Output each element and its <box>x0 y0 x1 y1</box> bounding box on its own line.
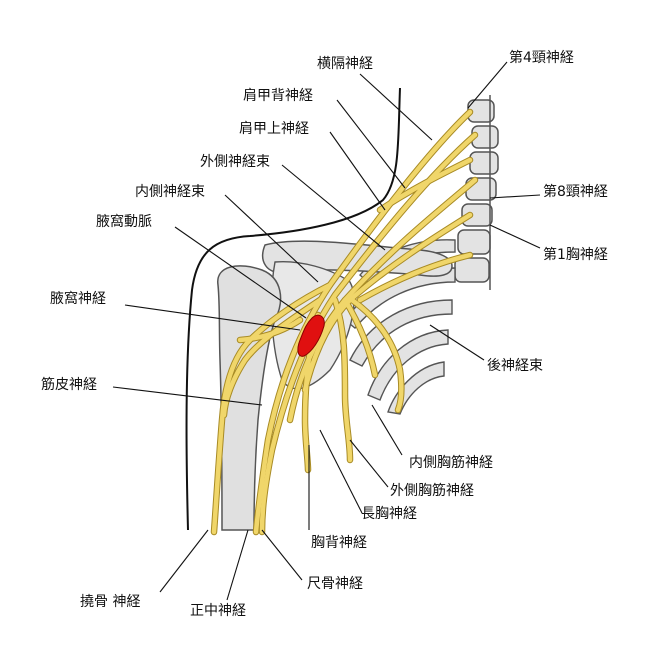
label-posterior-cord: 後神経束 <box>487 358 543 374</box>
label-medial-pectoral: 内側胸筋神経 <box>409 455 493 471</box>
label-c4: 第4頸神経 <box>509 50 574 66</box>
label-musculocutaneous: 筋皮神経 <box>41 377 97 393</box>
label-lateral-pectoral: 外側胸筋神経 <box>390 483 474 499</box>
label-median: 正中神経 <box>190 603 246 619</box>
label-axillary-artery: 腋窩動脈 <box>96 214 152 230</box>
label-phrenic: 横隔神経 <box>317 56 373 72</box>
leader-lines <box>112 61 541 601</box>
label-long-thoracic: 長胸神経 <box>361 506 417 522</box>
label-medial-cord: 内側神経束 <box>135 184 205 200</box>
label-ulnar: 尺骨神経 <box>307 576 363 592</box>
label-radial: 撓骨 神経 <box>80 594 141 610</box>
axillary-artery <box>297 314 325 357</box>
label-thoracodorsal: 胸背神経 <box>311 535 367 551</box>
humerus <box>217 265 282 531</box>
label-t1: 第1胸神経 <box>543 247 608 263</box>
body-outline <box>185 87 401 531</box>
label-lateral-cord: 外側神経束 <box>200 154 270 170</box>
cervical-vertebrae <box>454 95 499 290</box>
label-axillary-nerve: 腋窩神経 <box>50 291 106 307</box>
label-dorsal-scapular: 肩甲背神経 <box>243 88 313 104</box>
label-suprascapular: 肩甲上神経 <box>239 121 309 137</box>
label-c8: 第8頸神経 <box>543 184 608 200</box>
